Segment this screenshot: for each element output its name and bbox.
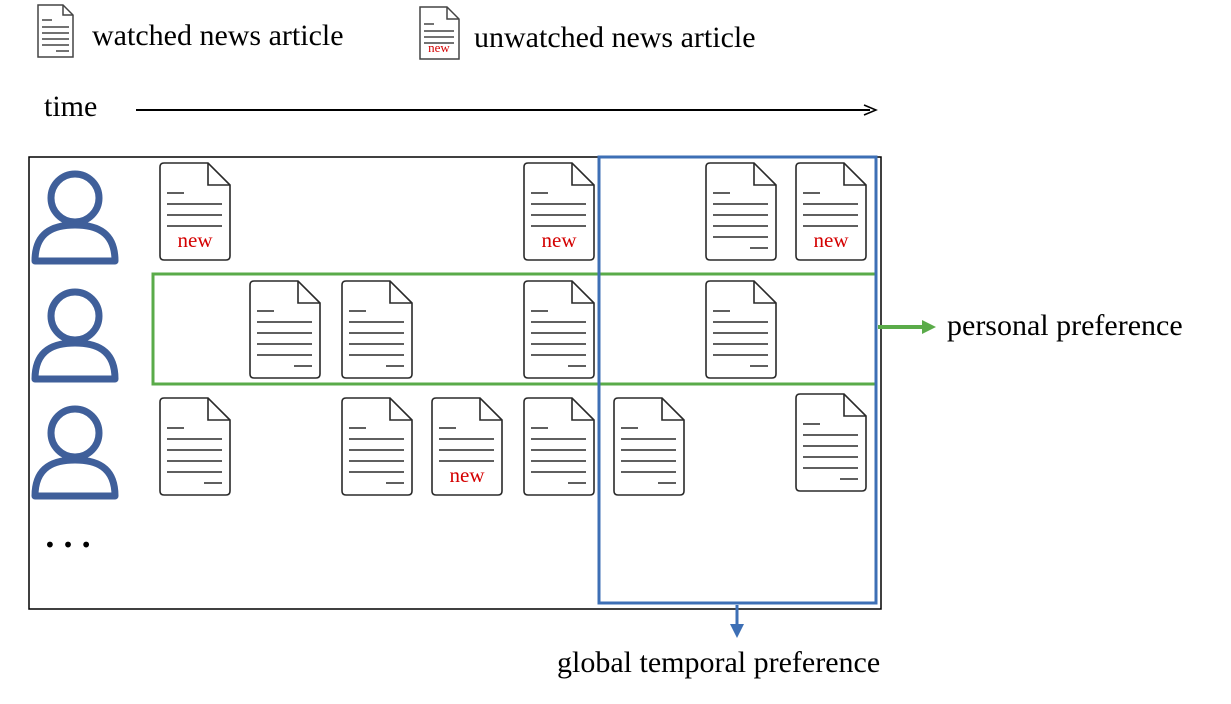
watched-article-icon [613,397,685,496]
legend-unwatched-label: unwatched news article [474,21,756,54]
new-marker: new [178,228,214,252]
watched-article-icon [523,280,595,379]
watched-article-icon [249,280,321,379]
watched-article-icon [341,397,413,496]
time-arrow [136,104,878,116]
watched-article-icon [705,280,777,379]
global-temporal-preference-label: global temporal preference [557,646,881,679]
watched-article-icon [341,280,413,379]
global-temporal-preference-box [597,155,878,605]
new-marker: new [450,463,486,487]
more-users-indicator: • • • [44,533,93,557]
watched-article-icon [795,393,867,492]
user-avatar-icon [31,405,119,500]
legend-watched-icon [37,4,74,58]
legend-unwatched-icon: new [419,6,460,60]
new-marker: new [814,228,850,252]
unwatched-article-icon: new [523,162,595,261]
unwatched-article-icon: new [159,162,231,261]
time-label: time [44,90,98,123]
user-avatar-icon [31,170,119,265]
new-marker: new [542,228,578,252]
legend-watched-label: watched news article [92,19,344,52]
user-grid-frame [28,156,882,610]
watched-article-icon [159,397,231,496]
unwatched-article-icon: new [795,162,867,261]
watched-article-icon [705,162,777,261]
unwatched-article-icon: new [431,397,503,496]
user-avatar-icon [31,288,119,383]
legend-new-marker: new [428,40,450,55]
personal-preference-label: personal preference [947,309,1183,342]
watched-article-icon [523,397,595,496]
